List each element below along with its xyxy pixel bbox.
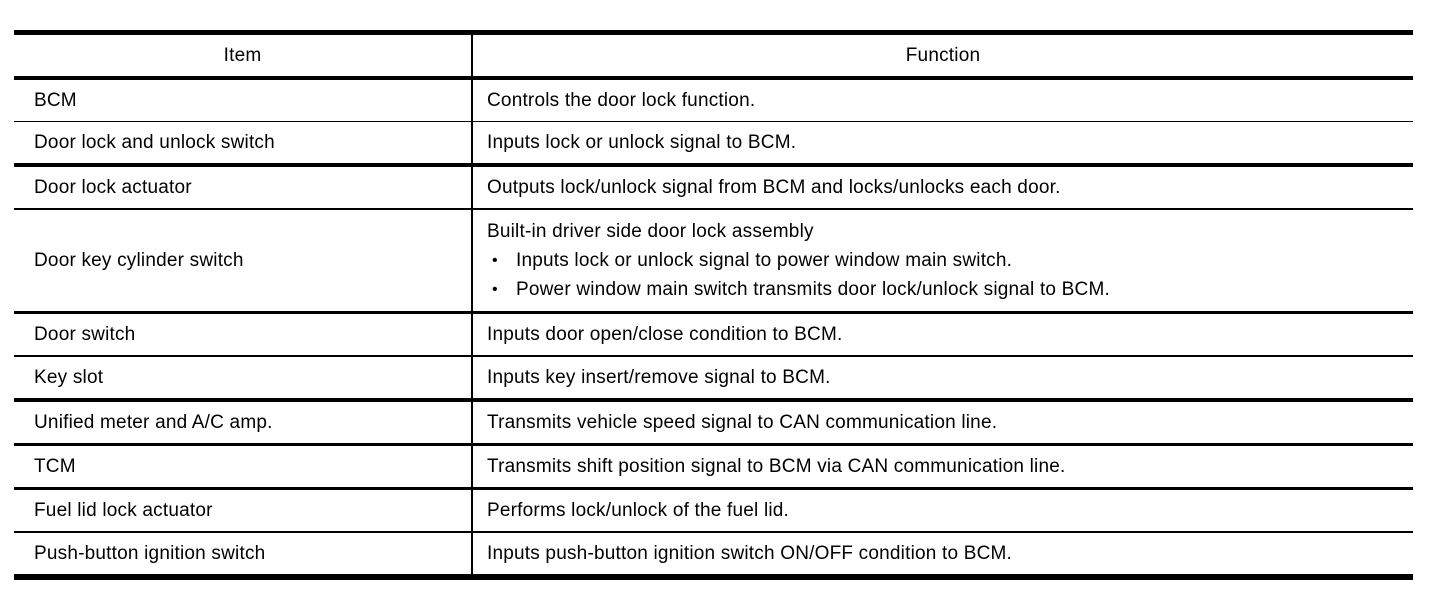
function-cell: Performs lock/unlock of the fuel lid. xyxy=(487,499,790,521)
item-cell: Door key cylinder switch xyxy=(14,210,473,311)
table-row: Door key cylinder switch Built-in driver… xyxy=(14,210,1413,314)
table-header-row: Item Function xyxy=(14,35,1413,80)
item-cell: Door switch xyxy=(14,314,473,355)
table-row: Door switch Inputs door open/close condi… xyxy=(14,314,1413,357)
function-cell: Transmits vehicle speed signal to CAN co… xyxy=(487,411,998,433)
function-cell: Inputs door open/close condition to BCM. xyxy=(487,323,843,345)
function-cell: Inputs key insert/remove signal to BCM. xyxy=(487,366,831,388)
bullet-icon: • xyxy=(492,281,498,298)
column-header-function: Function xyxy=(905,44,981,66)
function-intro-line: Built-in driver side door lock assembly xyxy=(487,221,814,242)
item-cell: Key slot xyxy=(14,357,473,398)
function-bullet-line: • Power window main switch transmits doo… xyxy=(487,275,1413,304)
table-row: Door lock actuator Outputs lock/unlock s… xyxy=(14,167,1413,210)
function-cell: Inputs push-button ignition switch ON/OF… xyxy=(487,542,1013,564)
function-bullet-text: Power window main switch transmits door … xyxy=(516,279,1110,300)
function-cell: Outputs lock/unlock signal from BCM and … xyxy=(487,176,1061,198)
bullet-icon: • xyxy=(492,252,498,269)
function-cell: Inputs lock or unlock signal to BCM. xyxy=(487,131,797,153)
item-cell: BCM xyxy=(14,80,473,121)
item-cell: Door lock actuator xyxy=(14,167,473,208)
item-function-table: Item Function BCM Controls the door lock… xyxy=(14,30,1413,580)
function-bullet-line: • Inputs lock or unlock signal to power … xyxy=(487,246,1413,275)
column-header-item: Item xyxy=(14,35,473,76)
function-cell: Controls the door lock function. xyxy=(487,89,756,111)
item-cell: Fuel lid lock actuator xyxy=(14,490,473,531)
function-cell: Built-in driver side door lock assembly … xyxy=(473,210,1413,311)
table-row: Push-button ignition switch Inputs push-… xyxy=(14,533,1413,574)
table-row: Door lock and unlock switch Inputs lock … xyxy=(14,122,1413,167)
item-cell: Push-button ignition switch xyxy=(14,533,473,574)
function-bullet-text: Inputs lock or unlock signal to power wi… xyxy=(516,250,1013,271)
table-row: BCM Controls the door lock function. xyxy=(14,80,1413,122)
item-cell: Door lock and unlock switch xyxy=(14,122,473,163)
item-cell: TCM xyxy=(14,446,473,487)
table-row: Unified meter and A/C amp. Transmits veh… xyxy=(14,402,1413,446)
table-row: Key slot Inputs key insert/remove signal… xyxy=(14,357,1413,402)
function-cell: Transmits shift position signal to BCM v… xyxy=(487,455,1066,477)
item-cell: Unified meter and A/C amp. xyxy=(14,402,473,443)
table-row: TCM Transmits shift position signal to B… xyxy=(14,446,1413,490)
table-row: Fuel lid lock actuator Performs lock/unl… xyxy=(14,490,1413,533)
